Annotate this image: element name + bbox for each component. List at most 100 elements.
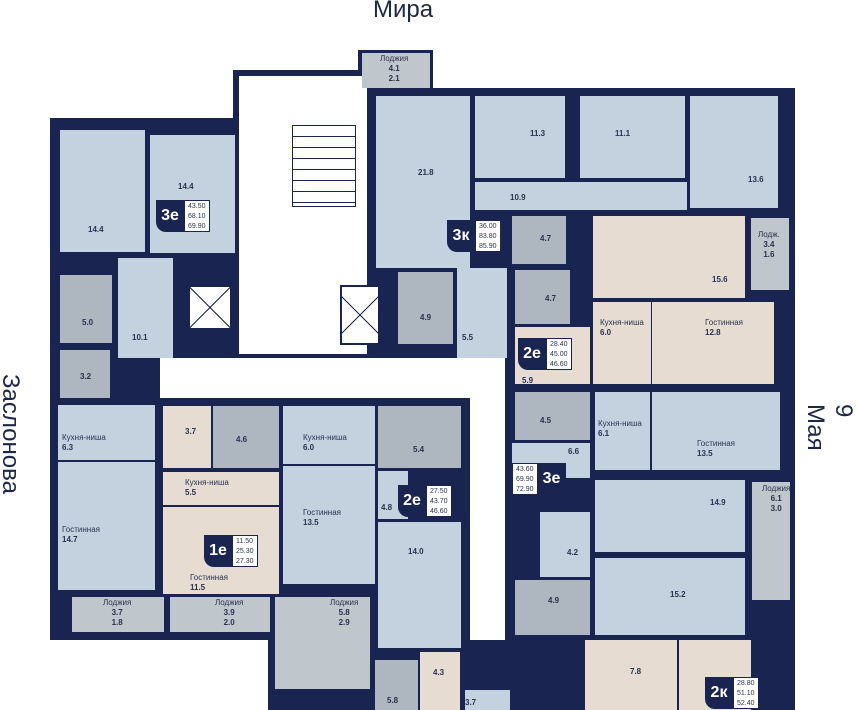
room-area: 3.2 xyxy=(80,372,92,381)
room-area: 4.3 xyxy=(433,668,445,677)
room[interactable] xyxy=(465,690,510,710)
staircase xyxy=(292,125,356,207)
bathroom[interactable] xyxy=(512,216,566,264)
loggia[interactable] xyxy=(275,597,370,689)
room[interactable] xyxy=(163,472,279,505)
room-area: 5.9 xyxy=(522,376,534,385)
street-label-left: Заслонова xyxy=(0,374,24,494)
room-area: 14.0 xyxy=(408,547,424,556)
room-label: 3.2 xyxy=(80,372,91,382)
area-value: 28.80 xyxy=(737,680,755,687)
room-area: 11.3 xyxy=(530,129,546,138)
area-value: 27.30 xyxy=(236,558,254,565)
apartment-type: 2е xyxy=(518,338,546,370)
bathroom[interactable] xyxy=(398,272,453,344)
room-label: 4.7 xyxy=(540,234,551,244)
room-area: 4.9 xyxy=(420,313,432,322)
room[interactable] xyxy=(163,406,211,468)
room-label: 11.3 xyxy=(530,129,545,139)
bathroom[interactable] xyxy=(60,350,110,398)
room-area: 14.7 xyxy=(62,535,78,544)
room-area: 13.5 xyxy=(697,449,713,458)
room[interactable] xyxy=(283,406,375,464)
room-area: 3.7 xyxy=(111,608,123,617)
elevator-shaft xyxy=(188,285,232,330)
bathroom[interactable] xyxy=(515,392,590,440)
loggia[interactable] xyxy=(72,597,164,632)
room[interactable] xyxy=(420,652,460,710)
room[interactable] xyxy=(595,392,650,470)
room-area: 13.5 xyxy=(303,518,319,527)
room-area: 3.7 xyxy=(185,427,197,436)
bathroom[interactable] xyxy=(515,270,570,324)
room[interactable] xyxy=(475,182,687,210)
room[interactable] xyxy=(150,135,235,253)
room-label: 4.9 xyxy=(420,313,431,323)
room[interactable] xyxy=(118,258,173,358)
room[interactable] xyxy=(580,96,685,178)
room-name: Кухня-ниша xyxy=(62,433,106,442)
room[interactable] xyxy=(540,512,590,577)
room[interactable] xyxy=(652,302,774,384)
room-area: 5.0 xyxy=(82,318,94,327)
room[interactable] xyxy=(593,216,745,298)
room-name: Гостинная xyxy=(190,573,228,582)
loggia[interactable] xyxy=(362,53,430,88)
room[interactable] xyxy=(475,96,565,178)
room-area: 14.4 xyxy=(88,225,104,234)
room-label: 3.7 xyxy=(465,698,476,708)
room[interactable] xyxy=(593,302,651,384)
room-name: Лоджия xyxy=(380,54,409,63)
loggia[interactable] xyxy=(170,597,270,632)
room[interactable] xyxy=(690,96,778,208)
room-label: 3.7 xyxy=(185,427,196,437)
room[interactable] xyxy=(457,268,507,358)
room-label: 5.4 xyxy=(413,445,424,455)
room[interactable] xyxy=(652,392,780,470)
room-label: 14.4 xyxy=(178,182,194,192)
loggia[interactable] xyxy=(752,482,790,600)
area-value: 45.00 xyxy=(550,351,568,358)
room-label: 4.6 xyxy=(236,435,247,445)
bathroom[interactable] xyxy=(515,580,590,635)
room[interactable] xyxy=(595,480,745,552)
area-value: 43.50 xyxy=(188,203,206,210)
room-area: 6.6 xyxy=(568,447,580,456)
bathroom[interactable] xyxy=(213,406,279,468)
room[interactable] xyxy=(58,405,155,460)
room-area: 14.4 xyxy=(178,182,194,191)
area-value: 69.90 xyxy=(188,223,206,230)
room[interactable] xyxy=(378,522,461,648)
loggia[interactable] xyxy=(751,218,789,290)
room-area: 13.6 xyxy=(748,175,764,184)
room-label: 15.6 xyxy=(712,275,728,285)
apartment-type: 3е xyxy=(156,200,184,232)
bathroom[interactable] xyxy=(60,275,112,343)
room[interactable] xyxy=(585,640,677,710)
room[interactable] xyxy=(283,466,375,584)
bathroom[interactable] xyxy=(378,406,461,468)
area-value: 83.80 xyxy=(479,233,497,240)
room[interactable] xyxy=(595,558,745,635)
room[interactable] xyxy=(58,462,155,590)
bathroom[interactable] xyxy=(375,660,418,710)
area-value: 46.60 xyxy=(550,361,568,368)
room-area: 15.6 xyxy=(712,275,728,284)
room-area-secondary: 1.8 xyxy=(111,618,123,627)
room-area: 6.0 xyxy=(303,443,315,452)
room[interactable] xyxy=(60,130,145,252)
